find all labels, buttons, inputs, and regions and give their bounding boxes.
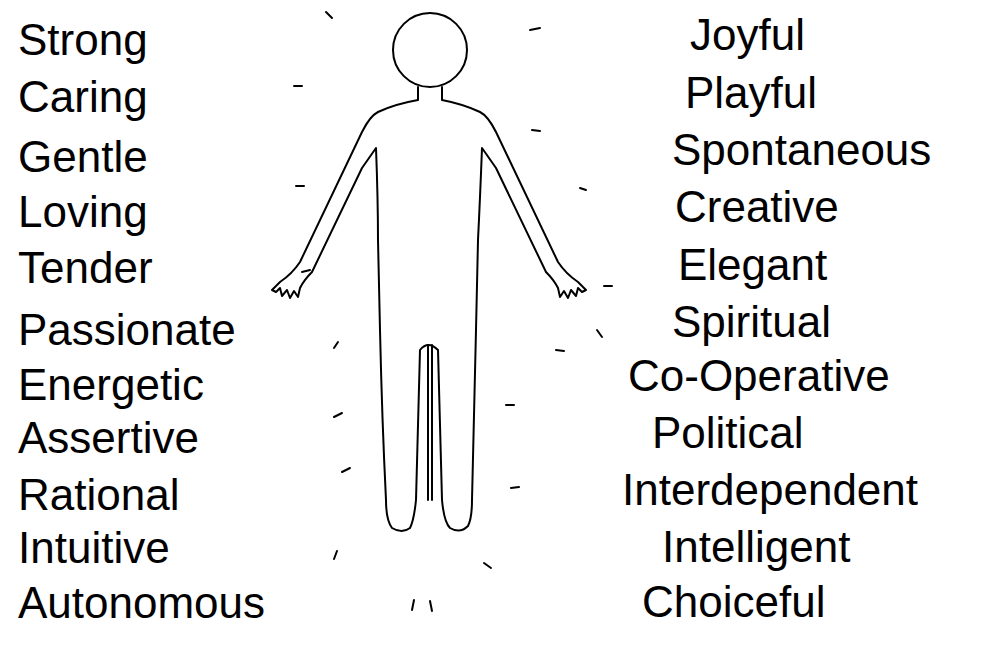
figure-body	[272, 87, 586, 531]
quality-word: Elegant	[678, 239, 827, 292]
quality-word: Energetic	[18, 359, 204, 412]
quality-word: Caring	[18, 71, 148, 124]
radiance-dashes	[294, 12, 612, 611]
quality-word: Gentle	[18, 131, 148, 184]
quality-word: Strong	[18, 14, 148, 67]
quality-word: Political	[652, 407, 804, 460]
figure-leg-line	[428, 345, 432, 500]
quality-word: Autonomous	[18, 577, 265, 630]
quality-word: Intelligent	[662, 521, 850, 574]
quality-word: Joyful	[690, 9, 805, 62]
quality-word: Choiceful	[642, 576, 825, 629]
figure-head	[393, 13, 467, 87]
quality-word: Creative	[675, 181, 839, 234]
quality-word: Intuitive	[18, 522, 170, 575]
quality-word: Spontaneous	[672, 124, 931, 177]
quality-word: Tender	[18, 242, 153, 295]
quality-word: Rational	[18, 469, 179, 522]
quality-word: Interdependent	[622, 464, 918, 517]
quality-word: Passionate	[18, 304, 236, 357]
quality-word: Loving	[18, 186, 148, 239]
quality-word: Assertive	[18, 412, 199, 465]
quality-word: Co-Operative	[628, 350, 890, 403]
quality-word: Spiritual	[672, 296, 831, 349]
quality-word: Playful	[685, 67, 817, 120]
